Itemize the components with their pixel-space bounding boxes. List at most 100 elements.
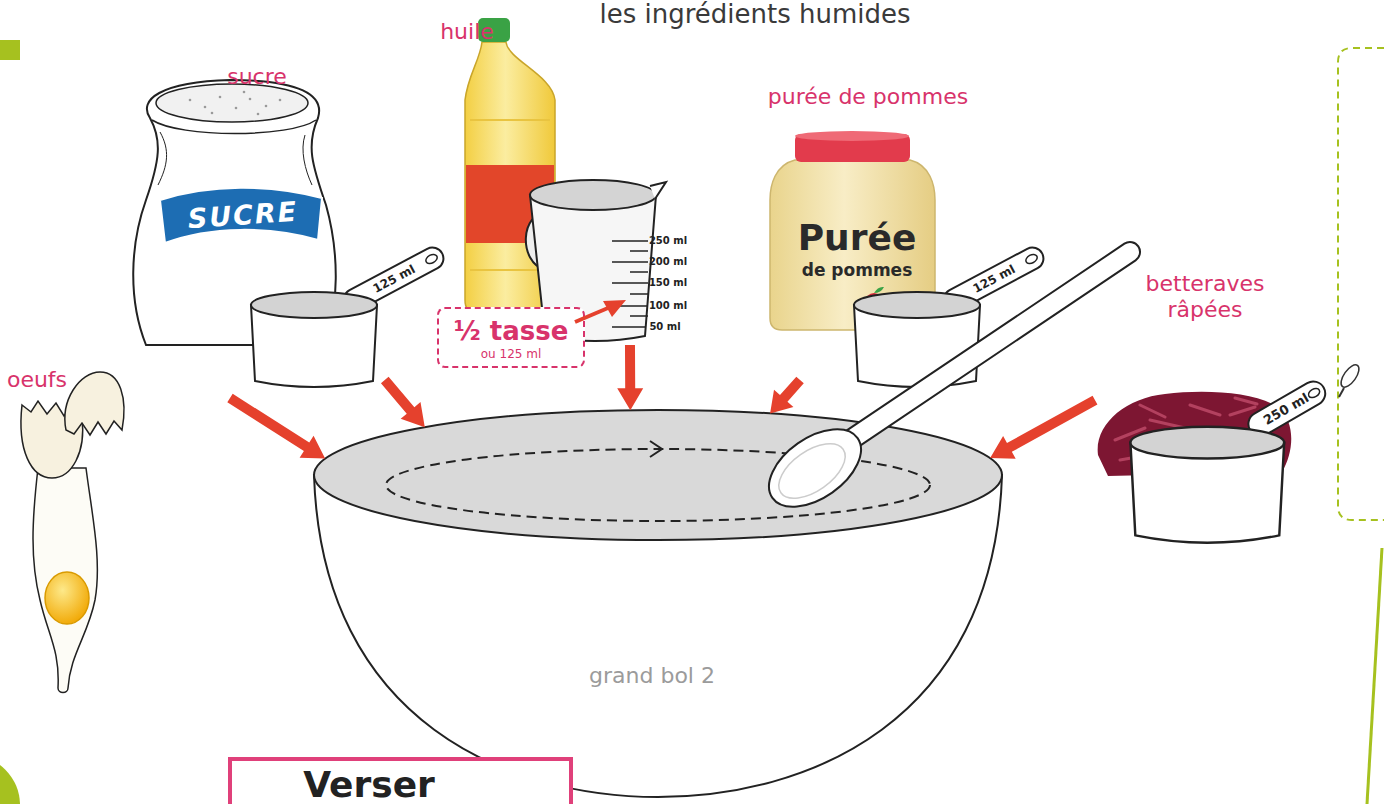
mixing-bowl: grand bol 2 bbox=[312, 405, 1004, 804]
handle-bar bbox=[940, 244, 1047, 315]
applesauce-jar bbox=[770, 131, 935, 330]
scale-tick bbox=[612, 282, 648, 284]
wooden-spoon bbox=[755, 252, 1130, 522]
ingredient-label: oeufs bbox=[7, 367, 67, 392]
corner-tab bbox=[0, 40, 20, 60]
package-text: de pommes bbox=[802, 262, 913, 279]
sugar-grain bbox=[257, 113, 260, 116]
side-rule bbox=[1367, 548, 1382, 804]
step-badge bbox=[0, 755, 20, 804]
sugar-grains bbox=[189, 91, 282, 116]
bottle-ridge bbox=[470, 119, 550, 121]
measure-callout: ½ tasse ou 125 ml bbox=[437, 307, 585, 368]
whisk-handle bbox=[1339, 388, 1344, 397]
cup-handle bbox=[526, 212, 549, 270]
egg-white bbox=[33, 468, 97, 693]
jar-body bbox=[770, 160, 935, 330]
scoop-size: 125 ml bbox=[371, 263, 417, 295]
bowl-rim bbox=[314, 410, 1002, 540]
scoop-handle bbox=[940, 244, 1047, 315]
beet-pile bbox=[1098, 392, 1292, 476]
sugar-grain bbox=[243, 91, 246, 94]
cup-rim bbox=[530, 180, 656, 210]
apple-icon bbox=[865, 293, 883, 311]
whisk-icon bbox=[1338, 362, 1363, 397]
bag-fold bbox=[152, 120, 316, 134]
bag-fold bbox=[303, 135, 312, 185]
applesauce-scoop bbox=[854, 292, 980, 387]
scale-mark: 100 ml bbox=[649, 301, 687, 311]
eggs-illustration bbox=[21, 372, 124, 693]
pointer-head bbox=[603, 300, 626, 317]
handle-bar bbox=[1244, 377, 1330, 440]
grated-beets bbox=[1098, 392, 1292, 476]
egg-shell bbox=[65, 372, 124, 435]
sugar-grain bbox=[211, 112, 214, 115]
bottle-ridge bbox=[470, 269, 550, 271]
egg-yolk bbox=[45, 572, 89, 624]
flow-arrow bbox=[990, 396, 1097, 459]
scale-mark: 150 ml bbox=[649, 278, 687, 288]
scale-mark: 250 ml bbox=[649, 236, 687, 246]
scoop-size: 125 ml bbox=[971, 263, 1017, 295]
beet-strands bbox=[1115, 398, 1270, 460]
flow-arrow bbox=[617, 345, 643, 410]
sugar-grain bbox=[279, 99, 282, 102]
sugar-grain bbox=[204, 106, 207, 109]
beet-scoop bbox=[1130, 427, 1284, 543]
measure-pointer bbox=[575, 300, 626, 322]
step-heading-box: Verser bbox=[228, 757, 573, 804]
scale-tick bbox=[612, 240, 648, 242]
ingredient-group: betteraves râpées bbox=[1095, 265, 1295, 550]
flow-arrow bbox=[227, 394, 325, 459]
measure-equivalent: ou 125 ml bbox=[481, 348, 542, 360]
ingredient-label: purée de pommes bbox=[768, 84, 968, 109]
scale-mark: 50 ml bbox=[649, 322, 680, 332]
package-text: Purée bbox=[798, 220, 917, 256]
sugar-grain bbox=[189, 99, 192, 102]
spoon-head bbox=[755, 414, 875, 523]
scale-tick bbox=[630, 250, 648, 252]
bowl-shape bbox=[312, 405, 1004, 804]
flow-arrow bbox=[381, 377, 425, 427]
sugar-grain bbox=[265, 105, 268, 108]
bottle-label bbox=[466, 165, 554, 243]
handle-hole bbox=[1024, 253, 1038, 266]
bottle-body bbox=[465, 42, 555, 312]
egg-shell bbox=[21, 401, 83, 478]
handle-hole bbox=[424, 253, 438, 266]
spoon-handle-outline bbox=[852, 252, 1130, 439]
bag-fold bbox=[158, 132, 167, 185]
apple-leaf bbox=[874, 287, 884, 293]
step-heading: Verser bbox=[303, 767, 435, 803]
spoon-hollow bbox=[769, 433, 854, 509]
stir-path bbox=[386, 449, 930, 521]
bag-outline bbox=[133, 80, 336, 345]
scale-tick bbox=[630, 271, 648, 273]
handle-hole bbox=[1307, 387, 1321, 400]
scoop-size: 250 ml bbox=[1261, 391, 1311, 427]
ingredient-label: sucre bbox=[227, 64, 287, 89]
sugar-grain bbox=[219, 96, 222, 99]
side-panel-frame bbox=[1338, 48, 1384, 520]
bowl-label: grand bol 2 bbox=[589, 663, 715, 688]
section-title: les ingrédients humides bbox=[599, 1, 910, 27]
ingredient-group: purée de pommesPurée de pommes bbox=[765, 80, 1005, 380]
whisk-loop bbox=[1338, 362, 1363, 390]
ingredient-group: sucreSUCRE bbox=[128, 62, 390, 380]
scale-tick bbox=[612, 326, 646, 328]
handle-bar bbox=[340, 244, 447, 315]
flow-arrow bbox=[770, 377, 804, 414]
scale-mark: 200 ml bbox=[649, 257, 687, 267]
cup-spout bbox=[650, 182, 666, 199]
scale-tick bbox=[630, 293, 648, 295]
bag-banner bbox=[160, 188, 322, 243]
ingredient-group: huile bbox=[440, 18, 670, 345]
package-text: SUCRE bbox=[187, 196, 299, 235]
sugar-grain bbox=[235, 107, 238, 110]
ingredient-label: betteraves râpées bbox=[1130, 271, 1280, 324]
measure-amount: ½ tasse bbox=[454, 318, 569, 344]
bag-opening bbox=[156, 84, 308, 122]
